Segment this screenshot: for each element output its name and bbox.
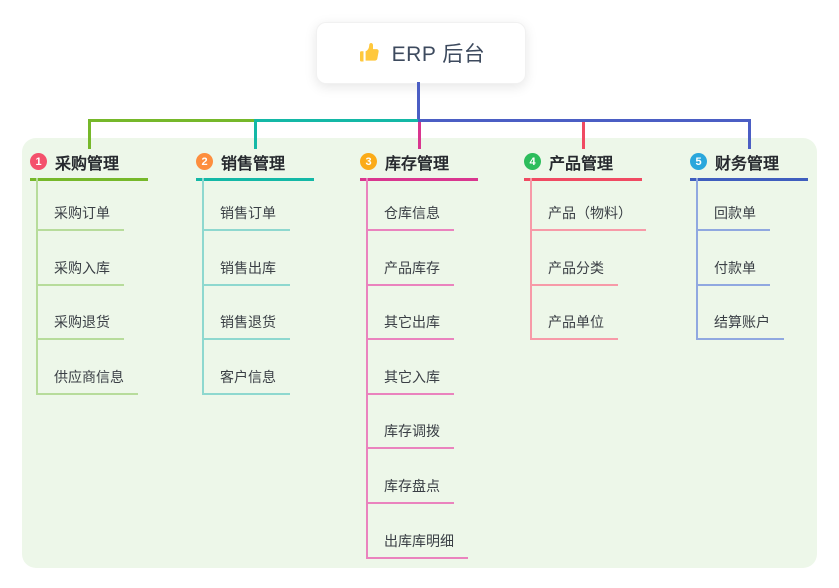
child-node[interactable]: 库存调拨 xyxy=(366,422,454,449)
thumbs-up-icon xyxy=(357,41,381,65)
branch-spine-4 xyxy=(530,178,532,340)
child-node[interactable]: 销售出库 xyxy=(202,259,290,286)
branch-spine-1 xyxy=(36,178,38,395)
child-node[interactable]: 结算账户 xyxy=(696,313,784,340)
branches-panel xyxy=(22,138,817,568)
child-node[interactable]: 其它入库 xyxy=(366,368,454,395)
branch-number-badge: 5 xyxy=(690,153,707,170)
branch-spine-2 xyxy=(202,178,204,395)
bus-segment-green xyxy=(88,119,254,122)
child-node[interactable]: 销售退货 xyxy=(202,313,290,340)
child-node[interactable]: 库存盘点 xyxy=(366,477,454,504)
root-connector-line xyxy=(417,82,420,122)
branch-drop-line-1 xyxy=(88,119,91,149)
child-node[interactable]: 回款单 xyxy=(696,204,770,231)
branch-spine-5 xyxy=(696,178,698,340)
child-node[interactable]: 客户信息 xyxy=(202,368,290,395)
child-node[interactable]: 产品单位 xyxy=(530,313,618,340)
branch-header-5[interactable]: 5 财务管理 xyxy=(690,148,808,181)
branch-drop-line-2 xyxy=(254,119,257,149)
bus-segment-blue xyxy=(418,119,750,122)
branch-title: 采购管理 xyxy=(55,155,120,173)
branch-header-4[interactable]: 4 产品管理 xyxy=(524,148,642,181)
branch-drop-line-5 xyxy=(748,119,751,149)
bus-segment-teal xyxy=(254,119,418,122)
root-title: ERP 后台 xyxy=(391,43,486,66)
child-node[interactable]: 采购入库 xyxy=(36,259,124,286)
branch-spine-3 xyxy=(366,178,368,559)
branch-number-badge: 4 xyxy=(524,153,541,170)
child-node[interactable]: 出库库明细 xyxy=(366,532,468,559)
child-node[interactable]: 供应商信息 xyxy=(36,368,138,395)
root-node[interactable]: ERP 后台 xyxy=(316,22,526,84)
child-node[interactable]: 其它出库 xyxy=(366,313,454,340)
branch-number-badge: 1 xyxy=(30,153,47,170)
child-node[interactable]: 产品分类 xyxy=(530,259,618,286)
branch-drop-line-4 xyxy=(582,122,585,149)
child-node[interactable]: 仓库信息 xyxy=(366,204,454,231)
branch-number-badge: 3 xyxy=(360,153,377,170)
branch-header-3[interactable]: 3 库存管理 xyxy=(360,148,478,181)
child-node[interactable]: 采购退货 xyxy=(36,313,124,340)
branch-drop-line-3 xyxy=(418,122,421,149)
child-node[interactable]: 销售订单 xyxy=(202,204,290,231)
branch-title: 销售管理 xyxy=(221,155,286,173)
branch-header-2[interactable]: 2 销售管理 xyxy=(196,148,314,181)
child-node[interactable]: 付款单 xyxy=(696,259,770,286)
branch-header-1[interactable]: 1 采购管理 xyxy=(30,148,148,181)
child-node[interactable]: 采购订单 xyxy=(36,204,124,231)
child-node[interactable]: 产品（物料） xyxy=(530,204,646,231)
child-node[interactable]: 产品库存 xyxy=(366,259,454,286)
branch-title: 库存管理 xyxy=(385,155,450,173)
branch-title: 产品管理 xyxy=(549,155,614,173)
branch-title: 财务管理 xyxy=(715,155,780,173)
branch-number-badge: 2 xyxy=(196,153,213,170)
